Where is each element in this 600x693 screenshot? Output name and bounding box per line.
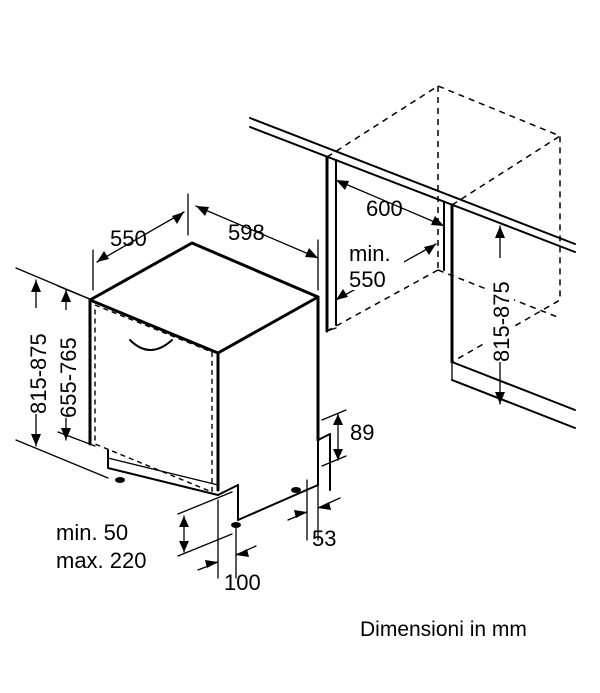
dimension-plinth-range: min. 50 max. 220: [56, 491, 233, 573]
dim-door-655-label: 655-765: [56, 337, 81, 418]
door-handle: [129, 339, 173, 351]
dim-min-50-label: min. 50: [56, 520, 128, 545]
dim-100-label: 100: [224, 570, 261, 595]
dim-550-label: 550: [110, 226, 147, 251]
dimension-89: 89: [321, 409, 374, 467]
foot: [231, 522, 241, 528]
dim-598-label: 598: [228, 220, 265, 245]
dim-min-label: min.: [349, 241, 391, 266]
dimension-min-550: min. 550: [335, 238, 437, 301]
dim-niche-height-label: 815-875: [489, 281, 514, 362]
dim-89-label: 89: [350, 420, 374, 445]
dimension-600: 600: [335, 179, 445, 227]
dimension-598: 598: [195, 205, 319, 291]
dimension-53: 53: [287, 479, 341, 551]
units-caption: Dimensioni in mm: [360, 618, 527, 641]
dimension-100: 100: [197, 499, 261, 595]
dim-600-label: 600: [366, 196, 403, 221]
dim-53-label: 53: [312, 526, 336, 551]
dishwasher-body: [88, 241, 331, 528]
foot: [291, 487, 301, 493]
dimension-niche-height: 815-875: [486, 225, 514, 405]
dimension-550: 550: [92, 193, 189, 291]
dim-max-220-label: max. 220: [56, 548, 147, 573]
foot: [115, 477, 125, 483]
dimension-left-heights: 815-875 655-765: [15, 267, 109, 479]
worktop-niche: [249, 85, 576, 429]
dim-min-550-label: 550: [349, 267, 386, 292]
dim-height-815-label: 815-875: [26, 333, 51, 414]
